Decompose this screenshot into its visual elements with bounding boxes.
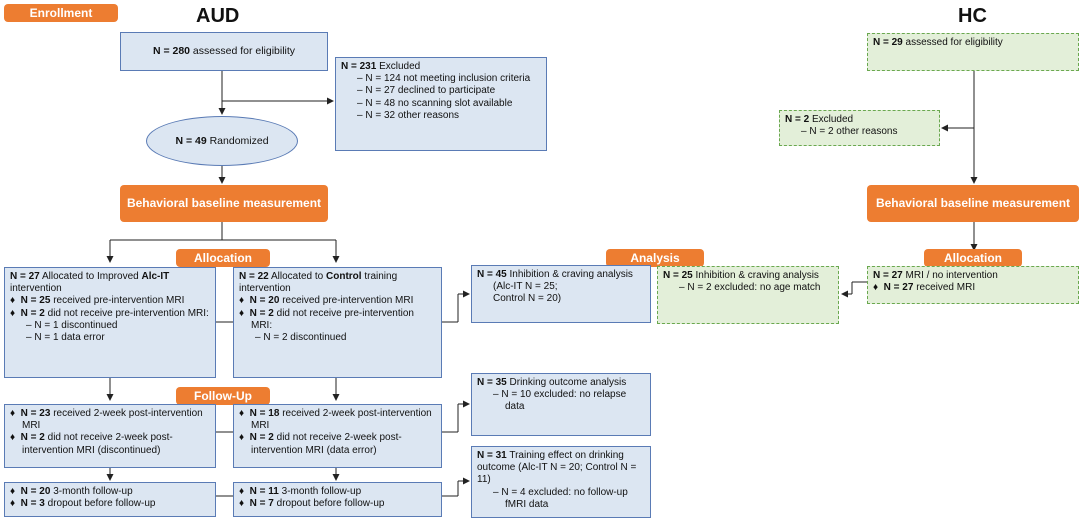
bullet-icon: ♦: [239, 486, 245, 497]
control-followup-box: ♦ N = 18 received 2-week post-interventi…: [233, 404, 442, 468]
analysis-label: Analysis: [606, 249, 704, 267]
bullet-icon: ♦: [10, 432, 16, 444]
bullet-icon: ♦: [239, 307, 245, 319]
allocation-label: Allocation: [176, 249, 270, 267]
bullet-icon: ♦: [10, 498, 16, 510]
hc-mri-box: N = 27 MRI / no intervention ♦ N = 27 re…: [867, 266, 1079, 304]
alc-it-3month-box: ♦ N = 20 3-month follow-up ♦ N = 3 dropo…: [4, 482, 216, 517]
training-effect-box: N = 31 Training effect on drinking outco…: [471, 446, 651, 518]
aud-excluded-n: N = 231: [341, 61, 377, 72]
aud-excluded-text: Excluded: [376, 61, 421, 72]
enrollment-label: Enrollment: [4, 4, 118, 22]
aud-title: AUD: [196, 5, 240, 27]
alc-it-allocation-box: N = 27 Allocated to Improved Alc-IT inte…: [4, 267, 216, 378]
aud-excluded-item: – N = 124 not meeting inclusion criteria: [357, 73, 531, 85]
bullet-icon: ♦: [239, 432, 245, 444]
hc-excluded-box: N = 2 Excluded – N = 2 other reasons: [779, 110, 940, 146]
aud-assessed-box: N = 280 assessed for eligibility: [120, 32, 328, 71]
followup-label: Follow-Up: [176, 387, 270, 405]
aud-excluded-item: – N = 27 declined to participate: [357, 85, 496, 97]
aud-assessed-text: assessed for eligibility: [190, 45, 296, 58]
behavioral-baseline-aud: Behavioral baseline measurement: [120, 185, 328, 222]
allocation-hc-label: Allocation: [924, 249, 1022, 267]
hc-assessed-box: N = 29 assessed for eligibility: [867, 33, 1079, 71]
bullet-icon: ♦: [10, 486, 16, 497]
bullet-icon: ♦: [239, 295, 245, 307]
drinking-outcome-box: N = 35 Drinking outcome analysis – N = 1…: [471, 373, 651, 436]
aud-excluded-item: – N = 32 other reasons: [357, 109, 460, 121]
bullet-icon: ♦: [239, 498, 245, 510]
behavioral-baseline-hc: Behavioral baseline measurement: [867, 185, 1079, 222]
hc-inhibition-analysis-box: N = 25 Inhibition & craving analysis – N…: [657, 266, 839, 324]
control-3month-box: ♦ N = 11 3-month follow-up ♦ N = 7 dropo…: [233, 482, 442, 517]
aud-inhibition-analysis-box: N = 45 Inhibition & craving analysis (Al…: [471, 265, 651, 323]
aud-excluded-box: N = 231 Excluded – N = 124 not meeting i…: [335, 57, 547, 151]
alc-it-followup-box: ♦ N = 23 received 2-week post-interventi…: [4, 404, 216, 468]
randomized-text: Randomized: [206, 135, 269, 147]
bullet-icon: ♦: [873, 282, 879, 294]
aud-excluded-item: – N = 48 no scanning slot available: [357, 97, 513, 109]
bullet-icon: ♦: [10, 295, 16, 307]
bullet-icon: ♦: [10, 307, 16, 319]
aud-assessed-n: N = 280: [152, 45, 191, 58]
bullet-icon: ♦: [239, 408, 245, 419]
randomized-n: N = 49: [175, 135, 207, 147]
randomized-ellipse: N = 49 Randomized: [146, 116, 298, 166]
hc-title: HC: [958, 5, 987, 27]
control-allocation-box: N = 22 Allocated to Control training int…: [233, 267, 442, 378]
bullet-icon: ♦: [10, 408, 16, 419]
